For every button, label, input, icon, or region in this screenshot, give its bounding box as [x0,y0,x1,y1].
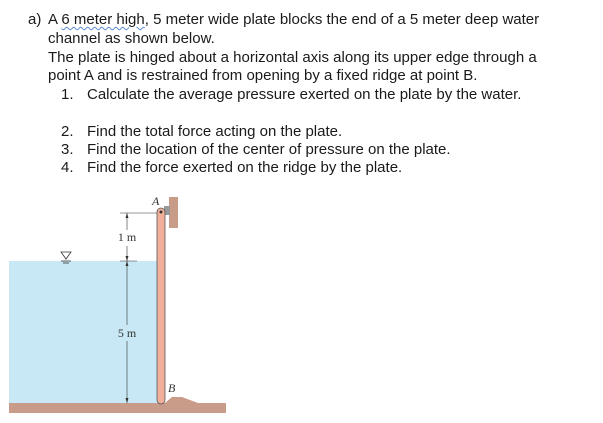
hinge-a [159,210,163,214]
dim-label-5m: 5 m [118,326,137,340]
item-number: 2. [61,123,74,140]
problem-label: a) [28,11,42,28]
text: A [48,11,62,28]
text: , 5 meter wide plate blocks the end of a… [144,11,540,28]
problem-line-3: The plate is hinged about a horizontal a… [48,49,537,66]
problem-line-2: channel as shown below. [48,30,215,47]
item-number: 1. [61,86,74,103]
list-item: Find the force exerted on the ridge by t… [87,159,403,176]
dim-label-1m: 1 m [118,230,137,244]
problem-line-4: point A and is restrained from opening b… [48,67,478,84]
arrowhead [125,213,129,218]
list-item: Find the total force acting on the plate… [87,123,343,140]
free-surface-icon [60,251,72,260]
point-b-label: B [168,381,176,395]
item-number: 4. [61,159,74,176]
arrowhead [125,261,129,266]
ground [9,397,226,413]
arrowhead [125,256,129,261]
grammar-flagged-text[interactable]: 6 meter high [61,11,145,28]
water [9,261,158,404]
plate [156,207,166,405]
list-item: Find the location of the center of press… [87,141,451,158]
list-item: Calculate the average pressure exerted o… [87,86,522,103]
point-a-label: A [151,194,160,208]
item-number: 3. [61,141,74,158]
problem-line-1: A 6 meter high, 5 meter wide plate block… [48,11,539,29]
arrowhead [125,398,129,403]
hinge-mount [164,206,170,215]
wall-bracket [169,197,178,228]
